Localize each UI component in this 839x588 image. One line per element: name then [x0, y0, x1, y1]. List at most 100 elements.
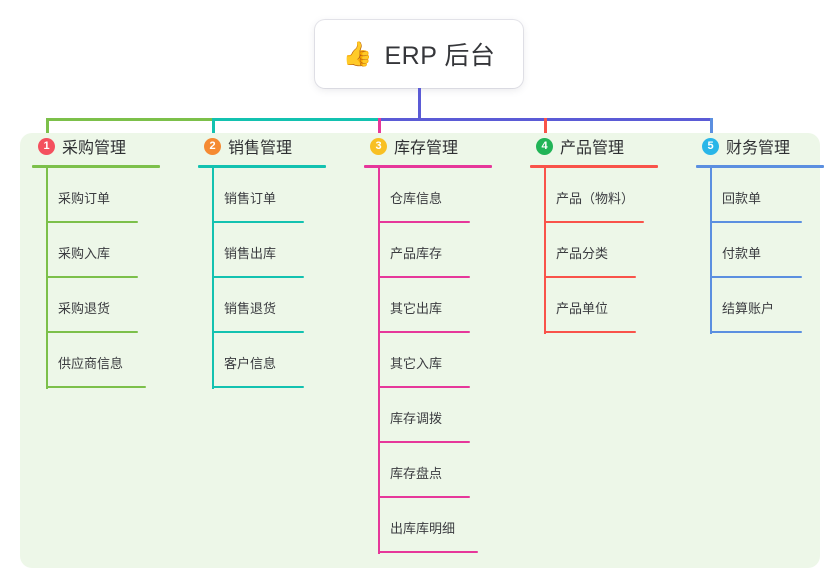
list-item-rule — [378, 276, 470, 278]
drop-line-1 — [46, 118, 49, 145]
list-item-label: 产品（物料） — [556, 191, 635, 206]
list-item-rule — [544, 221, 644, 223]
column-title-4: 产品管理 — [560, 140, 625, 157]
column-badge-2: 2 — [204, 137, 221, 155]
list-item[interactable]: 产品分类 — [518, 223, 678, 278]
column-spine-5 — [710, 167, 712, 334]
column-badge-5: 5 — [702, 137, 719, 155]
bus-segment-mid — [212, 118, 380, 121]
list-item-label: 供应商信息 — [58, 356, 124, 371]
list-item[interactable]: 采购退货 — [20, 278, 180, 333]
list-item-rule — [46, 276, 138, 278]
column-4: 4 产品管理产品（物料） 产品分类产品单位 — [518, 133, 678, 334]
column-1: 1 采购管理采购订单采购入库采购退货供应商信息 — [20, 133, 180, 389]
column-header-rule-4 — [530, 165, 658, 168]
list-item[interactable]: 销售订单 — [186, 168, 346, 223]
list-item[interactable]: 销售出库 — [186, 223, 346, 278]
column-items-1: 采购订单采购入库采购退货供应商信息 — [20, 168, 180, 388]
column-items-5: 回款单付款单结算账户 — [684, 168, 839, 333]
list-item-label: 销售订单 — [224, 191, 277, 206]
list-item[interactable]: 回款单 — [684, 168, 839, 223]
list-item-rule — [378, 441, 470, 443]
list-item[interactable]: 库存调拨 — [352, 388, 512, 443]
list-item[interactable]: 产品（物料） — [518, 168, 678, 223]
column-spine-4 — [544, 167, 546, 334]
column-header-rule-2 — [198, 165, 326, 168]
column-spine-1 — [46, 167, 48, 389]
column-3: 3 库存管理仓库信息产品库存其它出库其它入库库存调拨库存盘点出库库明细 — [352, 133, 512, 554]
list-item-rule — [378, 551, 478, 553]
list-item-rule — [212, 221, 304, 223]
drop-line-3 — [378, 118, 381, 145]
list-item[interactable]: 采购订单 — [20, 168, 180, 223]
column-badge-4: 4 — [536, 137, 553, 155]
list-item-label: 采购退货 — [58, 301, 111, 316]
column-title-5: 财务管理 — [726, 140, 791, 157]
list-item-rule — [378, 221, 470, 223]
list-item[interactable]: 采购入库 — [20, 223, 180, 278]
list-item-label: 采购入库 — [58, 246, 111, 261]
list-item[interactable]: 结算账户 — [684, 278, 839, 333]
column-items-4: 产品（物料） 产品分类产品单位 — [518, 168, 678, 333]
list-item-label: 付款单 — [722, 246, 762, 261]
column-header-1[interactable]: 1 采购管理 — [20, 133, 180, 159]
column-badge-1: 1 — [38, 137, 55, 155]
list-item-label: 产品库存 — [390, 246, 443, 261]
list-item-rule — [378, 496, 470, 498]
list-item[interactable]: 销售退货 — [186, 278, 346, 333]
column-2: 2 销售管理销售订单销售出库销售退货客户信息 — [186, 133, 346, 389]
list-item[interactable]: 产品单位 — [518, 278, 678, 333]
list-item-rule — [710, 331, 802, 333]
list-item-label: 结算账户 — [722, 301, 775, 316]
thumbs-up-icon: 👍 — [342, 40, 373, 68]
root-node-content: 👍 ERP 后台 — [343, 36, 496, 72]
column-header-5[interactable]: 5 财务管理 — [684, 133, 839, 159]
list-item-rule — [212, 331, 304, 333]
list-item-label: 采购订单 — [58, 191, 111, 206]
column-title-3: 库存管理 — [394, 140, 459, 157]
list-item-rule — [46, 331, 138, 333]
list-item-rule — [46, 386, 146, 388]
list-item[interactable]: 库存盘点 — [352, 443, 512, 498]
list-item-rule — [710, 276, 802, 278]
column-spine-2 — [212, 167, 214, 389]
list-item-rule — [710, 221, 802, 223]
column-header-3[interactable]: 3 库存管理 — [352, 133, 512, 159]
list-item-rule — [544, 276, 636, 278]
list-item-label: 其它出库 — [390, 301, 443, 316]
drop-line-4 — [544, 118, 547, 145]
list-item-rule — [378, 386, 470, 388]
list-item-label: 库存盘点 — [390, 466, 443, 481]
column-items-2: 销售订单销售出库销售退货客户信息 — [186, 168, 346, 388]
list-item-rule — [212, 386, 304, 388]
list-item[interactable]: 付款单 — [684, 223, 839, 278]
list-item-label: 仓库信息 — [390, 191, 443, 206]
list-item-label: 产品分类 — [556, 246, 609, 261]
list-item[interactable]: 供应商信息 — [20, 333, 180, 388]
list-item[interactable]: 客户信息 — [186, 333, 346, 388]
column-header-4[interactable]: 4 产品管理 — [518, 133, 678, 159]
column-title-1: 采购管理 — [62, 140, 127, 157]
list-item[interactable]: 出库库明细 — [352, 498, 512, 553]
root-stem-line — [418, 88, 421, 121]
list-item-rule — [212, 276, 304, 278]
column-header-rule-3 — [364, 165, 492, 168]
list-item-label: 其它入库 — [390, 356, 443, 371]
list-item[interactable]: 其它入库 — [352, 333, 512, 388]
list-item[interactable]: 其它出库 — [352, 278, 512, 333]
column-badge-3: 3 — [370, 137, 387, 155]
list-item[interactable]: 仓库信息 — [352, 168, 512, 223]
list-item-rule — [378, 331, 470, 333]
column-header-rule-1 — [32, 165, 160, 168]
list-item[interactable]: 产品库存 — [352, 223, 512, 278]
list-item-label: 销售出库 — [224, 246, 277, 261]
column-5: 5 财务管理回款单付款单结算账户 — [684, 133, 839, 334]
bus-segment-left — [46, 118, 214, 121]
drop-line-2 — [212, 118, 215, 145]
list-item-label: 出库库明细 — [390, 521, 456, 536]
column-header-2[interactable]: 2 销售管理 — [186, 133, 346, 159]
column-title-2: 销售管理 — [228, 140, 293, 157]
drop-line-5 — [710, 118, 713, 145]
root-node[interactable]: 👍 ERP 后台 — [315, 20, 523, 88]
